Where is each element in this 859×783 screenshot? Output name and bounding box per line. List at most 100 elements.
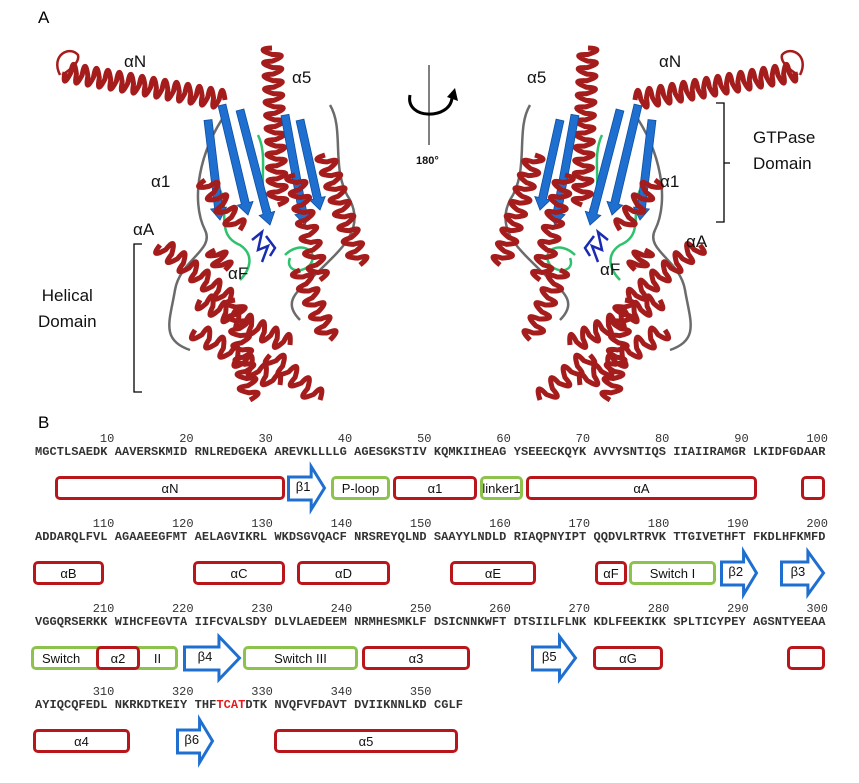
beta-strand-arrow: β3 xyxy=(780,546,826,600)
alpha-helix xyxy=(521,267,571,342)
residue-number: 40 xyxy=(337,432,353,446)
alpha-helix xyxy=(535,352,598,401)
alpha-helix xyxy=(260,45,290,208)
sequence-block: THFTCATDTK xyxy=(195,698,268,712)
panel-b-letter: B xyxy=(38,413,50,432)
residue-number: 250 xyxy=(409,602,432,616)
residue-number: 300 xyxy=(806,602,828,616)
sequence-block: AGSNTYEEAA xyxy=(753,615,826,629)
strand-arrow-icon xyxy=(183,632,242,684)
sequence-segment: FKDLHFKMFD xyxy=(753,530,826,544)
alpha-helix xyxy=(530,172,576,283)
sequence-block: VGGQRSERKK xyxy=(35,615,108,629)
sequence-block: NRSREYQLND xyxy=(354,530,427,544)
helix-box: α3 xyxy=(362,646,470,670)
sequence-segment: ADDARQLFVL xyxy=(35,530,108,544)
sequence-block: CGLF xyxy=(434,698,463,712)
strand-arrow-icon xyxy=(780,546,826,600)
sequence-block: DSICNNKWFT xyxy=(434,615,507,629)
label-alpha-f-left: αF xyxy=(228,264,249,283)
helix-box: αD xyxy=(297,561,390,585)
beta-strand-arrow: β4 xyxy=(183,632,242,684)
strand-label: β4 xyxy=(197,649,213,664)
sequence-block: KQMKIIHEAG xyxy=(434,445,507,459)
sequence-segment: YSEEECKQYK xyxy=(513,445,587,459)
label-alpha-5-left: α5 xyxy=(292,68,312,87)
sequence-segment: WKDSGVQACF xyxy=(274,530,347,544)
sequence-block: MGCTLSAEDK xyxy=(35,445,108,459)
sequence-segment: NRSREYQLND xyxy=(354,530,427,544)
sequence-block: QQDVLRTRVK xyxy=(593,530,666,544)
sequence-segment: VGGQRSERKK xyxy=(35,615,108,629)
residue-number: 140 xyxy=(330,517,353,531)
sequence-line: AYIQCQFEDL NKRKDTKEIY THFTCATDTK NVQFVFD… xyxy=(35,698,463,712)
rotation-label: 180° xyxy=(416,155,439,167)
residue-number: 30 xyxy=(258,432,273,446)
label-alpha-n-right: αN xyxy=(659,52,682,71)
helix-box: α2 xyxy=(96,646,140,670)
sequence-segment: AAVERSKMID xyxy=(114,445,188,459)
beta-strand xyxy=(235,108,276,226)
alpha-helix xyxy=(61,61,228,110)
sequence-segment: THF xyxy=(194,698,217,712)
sequence-block: AREVKLLLLG xyxy=(274,445,347,459)
sequence-segment: DLVLAEDEEM xyxy=(274,615,347,629)
right-view-ribbon xyxy=(490,45,804,403)
label-alpha-a-right: αA xyxy=(686,232,708,251)
gtpase-domain-label: GTPase Domain xyxy=(753,125,815,177)
sequence-segment: DVIIKNNLKD xyxy=(354,698,427,712)
strand-label: β6 xyxy=(184,732,200,747)
residue-number: 130 xyxy=(251,517,273,531)
sequence-segment: KQMKIIHEAG xyxy=(433,445,507,459)
label-alpha-a-left: αA xyxy=(133,220,155,239)
sequence-segment: IIFCVALSDY xyxy=(194,615,268,629)
sequence-block: IIAIIRAMGR xyxy=(673,445,746,459)
sequence-segment: DSICNNKWFT xyxy=(433,615,507,629)
label-alpha-5-right: α5 xyxy=(527,68,547,87)
strand-label: β3 xyxy=(790,564,806,579)
helix-box: αG xyxy=(593,646,663,670)
residue-number: 310 xyxy=(92,685,115,699)
helix-box: αB xyxy=(33,561,104,585)
sequence-line: VGGQRSERKK WIHCFEGVTA IIFCVALSDY DLVLAED… xyxy=(35,615,826,629)
label-alpha-n-left: αN xyxy=(124,52,147,71)
alpha-helix xyxy=(314,152,370,267)
residue-number: 200 xyxy=(806,517,828,531)
helical-domain-line1: Helical xyxy=(41,286,93,305)
alpha-helix xyxy=(613,177,664,232)
residue-number: 350 xyxy=(409,685,432,699)
residue-number: 210 xyxy=(92,602,115,616)
sequence-segment: CGLF xyxy=(433,698,463,712)
switch-region-box: Switch I xyxy=(629,561,716,585)
alpha-helix xyxy=(284,172,330,283)
helix-box: αN xyxy=(55,476,285,500)
residue-number: 150 xyxy=(409,517,432,531)
sequence-block: FKDLHFKMFD xyxy=(753,530,826,544)
sequence-block: IIFCVALSDY xyxy=(195,615,268,629)
sequence-segment: DTSIILFLNK xyxy=(513,615,587,629)
beta-strand-arrow: β1 xyxy=(287,461,327,515)
label-alpha-1-right: α1 xyxy=(660,172,680,191)
strand-label: β5 xyxy=(541,649,557,664)
residue-number: 70 xyxy=(575,432,591,446)
sequence-segment: AGAAEEGFMT xyxy=(114,530,188,544)
alpha-helix xyxy=(625,241,707,302)
strand-label: β2 xyxy=(728,564,744,579)
beta-strand xyxy=(217,103,254,216)
sequence-block: AAVERSKMID xyxy=(115,445,188,459)
residue-number: 240 xyxy=(330,602,353,616)
protein-structure-ribbons xyxy=(56,45,804,403)
alpha-helix xyxy=(632,61,799,110)
rotation-arrowhead-icon xyxy=(447,88,458,101)
sequence-block: WIHCFEGVTA xyxy=(115,615,188,629)
loop xyxy=(168,114,227,352)
helical-domain-bracket xyxy=(133,243,142,393)
sequence-segment: QQDVLRTRVK xyxy=(593,530,666,544)
residue-number: 90 xyxy=(734,432,749,446)
sequence-segment: NVQFVFDAVT xyxy=(274,698,347,712)
switch-region-box: P-loop xyxy=(331,476,390,500)
residue-number: 50 xyxy=(417,432,432,446)
sequence-block: RNLREDGEKA xyxy=(195,445,268,459)
sequence-block: DVIIKNNLKD xyxy=(354,698,427,712)
